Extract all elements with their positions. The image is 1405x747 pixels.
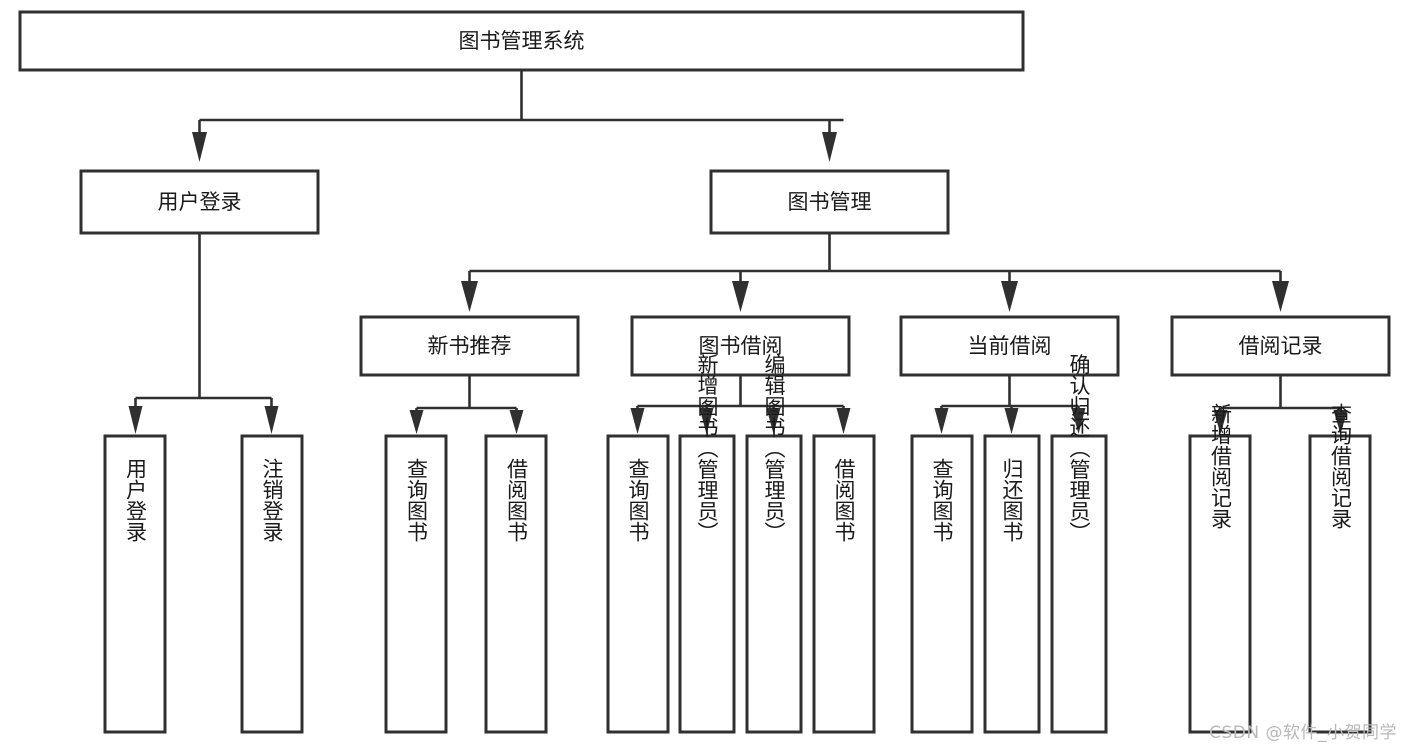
node-leaf-query-book-1-box[interactable] <box>384 434 448 734</box>
node-leaf-edit-book-box[interactable] <box>745 434 803 734</box>
csdn-watermark: CSDN @软件_小贺同学 <box>1209 723 1397 743</box>
node-leaf-add-record[interactable]: 新增借阅记录 <box>1188 403 1252 734</box>
arrow-head-user-login <box>192 132 207 162</box>
connector-group-borrow-record <box>1213 375 1348 434</box>
node-new-book-rec[interactable]: 新书推荐 <box>359 315 580 377</box>
node-book-borrow-label: 图书借阅 <box>699 334 783 358</box>
node-user-login[interactable]: 用户登录 <box>79 169 320 235</box>
node-leaf-return-book[interactable]: 归还图书 <box>983 434 1041 734</box>
arrow-head-leaf-user-login <box>128 406 143 434</box>
node-leaf-query-record-box[interactable] <box>1308 434 1372 734</box>
arrow-head-leaf-query-book-3 <box>934 408 949 434</box>
node-book-manage-label: 图书管理 <box>788 190 872 214</box>
node-book-borrow-box[interactable] <box>630 315 851 377</box>
arrow-head-current-borrow <box>1001 281 1018 312</box>
node-leaf-query-book-1-label: 查询图书 <box>405 458 429 542</box>
node-leaf-return-book-label: 归还图书 <box>1000 458 1024 542</box>
node-book-borrow[interactable]: 图书借阅 <box>630 315 851 377</box>
node-borrow-record-box[interactable] <box>1170 315 1391 377</box>
node-leaf-borrow-book-1[interactable]: 借阅图书 <box>484 434 548 734</box>
node-leaf-borrow-book-1-box[interactable] <box>484 434 548 734</box>
node-leaf-borrow-book-2[interactable]: 借阅图书 <box>812 434 876 734</box>
node-leaf-logout-box[interactable] <box>240 434 304 734</box>
node-leaf-borrow-book-1-label: 借阅图书 <box>505 458 529 542</box>
node-leaf-edit-book-label: 编辑图书（管理员） <box>762 354 786 543</box>
arrow-head-new-book-rec <box>461 281 478 312</box>
arrow-head-leaf-query-record <box>1333 410 1348 434</box>
arrow-head-book-manage <box>822 132 837 162</box>
connector-group-new-book-rec <box>409 375 524 434</box>
node-leaf-query-record-label: 查询借阅记录 <box>1329 403 1353 529</box>
node-book-manage[interactable]: 图书管理 <box>709 169 950 235</box>
node-current-borrow-label: 当前借阅 <box>968 334 1052 358</box>
connector-group-current-borrow <box>934 375 1086 434</box>
node-new-book-rec-label: 新书推荐 <box>428 334 512 358</box>
node-new-book-rec-box[interactable] <box>359 315 580 377</box>
arrow-head-leaf-add-record <box>1213 410 1228 434</box>
node-leaf-borrow-book-2-box[interactable] <box>812 434 876 734</box>
node-leaf-add-record-label: 新增借阅记录 <box>1209 403 1233 529</box>
node-leaf-query-book-3-box[interactable] <box>910 434 974 734</box>
node-leaf-query-book-2-box[interactable] <box>606 434 670 734</box>
node-leaf-query-book-1[interactable]: 查询图书 <box>384 434 448 734</box>
node-leaf-confirm-return-label: 确认归还（管理员） <box>1067 354 1091 543</box>
arrow-head-leaf-borrow-book-1 <box>509 410 524 434</box>
node-root-label: 图书管理系统 <box>459 29 585 53</box>
node-leaf-add-book-box[interactable] <box>678 434 736 734</box>
connector-group-root <box>192 70 844 162</box>
node-leaf-add-record-box[interactable] <box>1188 434 1252 734</box>
node-leaf-user-login-label: 用户登录 <box>124 458 148 542</box>
node-leaf-query-book-3[interactable]: 查询图书 <box>910 434 974 734</box>
node-leaf-user-login-box[interactable] <box>103 434 167 734</box>
connector-group-user-login <box>128 233 279 434</box>
node-user-login-label: 用户登录 <box>158 190 242 214</box>
node-leaf-edit-book[interactable]: 编辑图书（管理员） <box>745 354 803 734</box>
node-leaf-logout-label: 注销登录 <box>260 458 284 542</box>
arrow-head-leaf-query-book-1 <box>409 410 424 434</box>
node-leaf-add-book[interactable]: 新增图书（管理员） <box>678 354 736 734</box>
node-leaf-logout[interactable]: 注销登录 <box>240 434 304 734</box>
node-borrow-record[interactable]: 借阅记录 <box>1170 315 1391 377</box>
node-book-manage-box[interactable] <box>709 169 950 235</box>
arrow-head-borrow-record <box>1272 281 1289 312</box>
node-borrow-record-label: 借阅记录 <box>1239 334 1323 358</box>
node-current-borrow-box[interactable] <box>899 315 1120 377</box>
arrow-head-leaf-logout <box>264 406 279 434</box>
node-leaf-confirm-return-box[interactable] <box>1050 434 1108 734</box>
node-current-borrow[interactable]: 当前借阅 <box>899 315 1120 377</box>
node-leaf-confirm-return[interactable]: 确认归还（管理员） <box>1050 354 1108 734</box>
node-leaf-query-book-2-label: 查询图书 <box>626 458 650 542</box>
arrow-head-leaf-return-book <box>1004 408 1019 434</box>
node-leaf-borrow-book-2-label: 借阅图书 <box>832 458 856 542</box>
node-user-login-box[interactable] <box>79 169 320 235</box>
connector-group-book-manage <box>461 233 1289 312</box>
node-leaf-user-login[interactable]: 用户登录 <box>103 434 167 734</box>
node-root[interactable]: 图书管理系统 <box>18 10 1025 72</box>
node-leaf-query-record[interactable]: 查询借阅记录 <box>1308 403 1372 734</box>
node-leaf-query-book-3-label: 查询图书 <box>930 458 954 542</box>
node-leaf-return-book-box[interactable] <box>983 434 1041 734</box>
node-root-box[interactable] <box>18 10 1025 72</box>
node-leaf-add-book-label: 新增图书（管理员） <box>695 354 719 543</box>
arrow-head-leaf-borrow-book-2 <box>836 408 851 434</box>
arrow-head-leaf-confirm-return <box>1071 408 1086 434</box>
connector-group-book-borrow <box>630 375 851 434</box>
arrow-head-leaf-query-book-2 <box>630 408 645 434</box>
arrow-head-leaf-add-book <box>699 408 714 434</box>
arrow-head-leaf-edit-book <box>766 408 781 434</box>
arrow-head-book-borrow <box>732 281 749 312</box>
node-leaf-query-book-2[interactable]: 查询图书 <box>606 434 670 734</box>
